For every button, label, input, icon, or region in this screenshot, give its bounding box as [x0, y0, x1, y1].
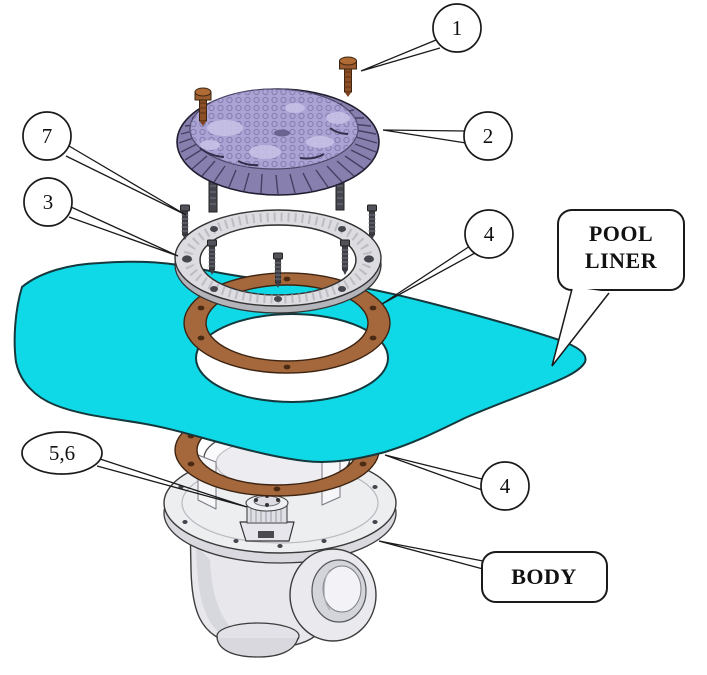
screw-7b [207, 239, 217, 275]
screw-7e [367, 204, 377, 240]
body-flange-holes [178, 485, 378, 548]
pool-liner-label-line1: POOL [589, 221, 653, 246]
callout-4-lower: 4 [384, 454, 530, 511]
callout-7-label: 7 [42, 124, 53, 148]
pool-liner-label: POOL LINER [551, 209, 685, 367]
callout-1: 1 [360, 3, 482, 72]
callout-3: 3 [23, 177, 179, 257]
upper-gasket-ring [183, 272, 391, 374]
mounting-screws [180, 204, 377, 288]
callout-1-label: 1 [452, 16, 463, 40]
frame-ring [174, 209, 382, 314]
screw-7c [273, 252, 283, 288]
callouts: 1 2 7 3 4 4 5,6 [21, 3, 530, 511]
relief-valve [239, 494, 295, 542]
cover-center-slot [274, 129, 290, 137]
pool-liner-label-tail [551, 288, 610, 367]
callout-5-6: 5,6 [21, 431, 248, 508]
body-cylinder-shade [196, 545, 252, 645]
callout-5-6-label: 5,6 [49, 441, 75, 465]
frame-ring-holes [182, 226, 374, 302]
callout-3-label: 3 [43, 190, 54, 214]
cover-dome-highlights [200, 103, 350, 159]
callout-4-upper: 4 [381, 209, 514, 305]
pool-liner-label-tail-mask [552, 287, 609, 366]
cover-dome-marks [199, 127, 349, 167]
body-label: BODY [378, 540, 608, 603]
screw-1-left [194, 87, 212, 126]
cover-screws [194, 56, 357, 126]
body-bottom-rim [216, 637, 299, 658]
callout-2-label: 2 [483, 124, 494, 148]
upper-gasket [183, 272, 391, 374]
cover-dome-texture [190, 89, 358, 169]
body-outlet-port [289, 548, 377, 642]
callout-2: 2 [382, 111, 513, 161]
callout-4-upper-label: 4 [484, 222, 495, 246]
body-label-text: BODY [511, 564, 577, 589]
pool-liner-label-line2: LINER [585, 248, 658, 273]
drain-cover [176, 88, 380, 213]
pool-liner-sheet [13, 260, 587, 463]
callout-4-lower-label: 4 [500, 474, 511, 498]
frame-ring-top [174, 209, 382, 307]
screw-7a [180, 204, 190, 240]
screw-7d [340, 239, 350, 275]
upper-gasket-holes [197, 276, 377, 370]
callout-7: 7 [22, 111, 187, 216]
screw-1-right [339, 56, 357, 97]
